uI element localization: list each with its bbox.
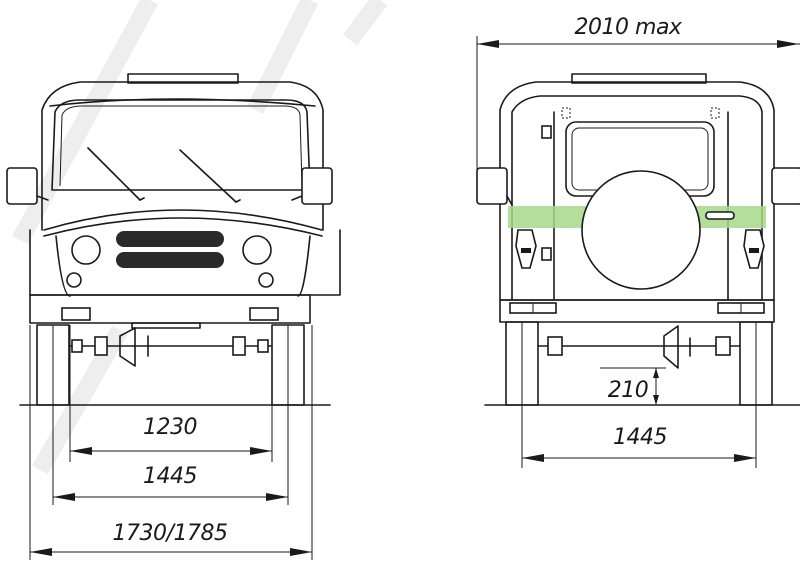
label-front-overall-width: 1730/1785	[113, 521, 228, 546]
front-mirror-right	[301, 167, 333, 205]
door-handle	[705, 211, 735, 220]
front-cab-outline	[41, 81, 324, 231]
fog-light-left	[61, 307, 91, 321]
front-roof-vent	[127, 73, 239, 84]
rear-view	[476, 73, 800, 406]
windshield	[51, 99, 311, 191]
rear-mirror-right	[771, 167, 800, 205]
turn-signal-right	[258, 272, 274, 288]
headlight-right	[242, 235, 272, 265]
rear-bumper	[499, 299, 775, 323]
grille-lower	[116, 252, 224, 268]
rear-differential	[663, 325, 679, 369]
grille-upper	[116, 231, 224, 247]
label-ground-clearance: 210	[608, 378, 649, 403]
headlight-left	[71, 235, 101, 265]
rear-mirror-left	[476, 167, 508, 205]
front-wiper-right	[179, 149, 237, 203]
turn-signal-left	[66, 272, 82, 288]
spare-wheel	[581, 170, 701, 290]
front-mirror-left	[6, 167, 38, 205]
front-dimensions: 1230 1445 1730/1785	[29, 325, 313, 560]
front-view	[6, 73, 341, 406]
label-rear-max-width: 2010 max	[575, 15, 683, 40]
rear-dimensions: 2010 max 210 1445	[476, 15, 800, 468]
hood-line	[43, 209, 323, 231]
label-front-track: 1230	[143, 415, 197, 440]
front-wiper-left	[87, 147, 141, 201]
rear-body-outline	[499, 81, 775, 301]
fog-light-right	[249, 307, 279, 321]
rear-roof-vent	[571, 73, 707, 84]
label-front-wheel-track: 1445	[143, 464, 197, 489]
label-rear-wheel-track: 1445	[613, 425, 667, 450]
